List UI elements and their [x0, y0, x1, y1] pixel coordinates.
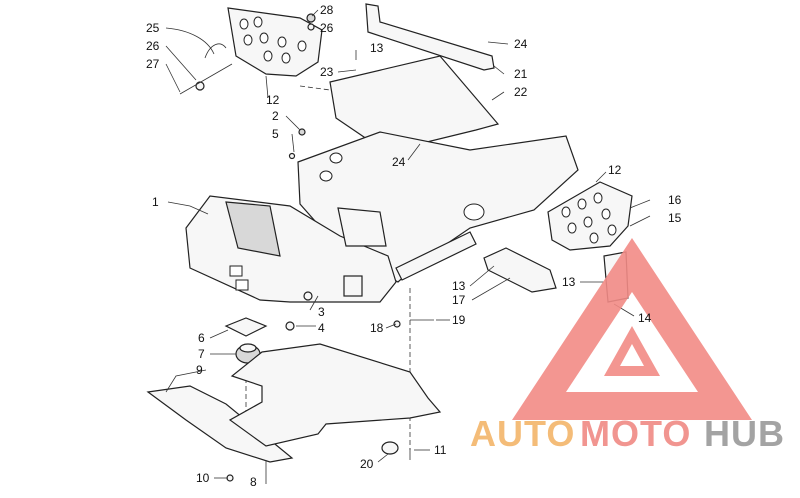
- callout-4: 4: [318, 321, 325, 335]
- leader-26a: [165, 45, 197, 81]
- callout-20: 20: [360, 457, 374, 471]
- callout-11: 11: [434, 443, 447, 457]
- tunnel-port: [463, 203, 485, 221]
- heel-guard-left-holes: [239, 16, 307, 64]
- leader-3: [309, 295, 319, 311]
- leader-17: [471, 277, 511, 301]
- leader-21: [493, 65, 505, 75]
- rear-bumper-bar: [365, 3, 495, 71]
- callout-5: 5: [272, 127, 279, 141]
- leader-9: [165, 369, 207, 393]
- callout-16: 16: [668, 193, 682, 207]
- leader-24b: [407, 143, 421, 161]
- callout-26-left: 26: [146, 39, 160, 53]
- washer-26: [195, 81, 205, 91]
- belly-pan: [146, 385, 294, 463]
- callout-19: 19: [452, 313, 466, 327]
- callout-3: 3: [318, 305, 325, 319]
- washer-26b: [307, 23, 315, 31]
- tunnel-rail: [395, 231, 477, 281]
- skid-plate: [228, 343, 442, 447]
- callout-13-mid: 13: [452, 279, 466, 293]
- leader-13b: [469, 265, 495, 287]
- callout-27: 27: [146, 57, 160, 71]
- leader-1: [167, 201, 209, 215]
- callout-17: 17: [452, 293, 466, 307]
- rivet-18: [393, 320, 401, 328]
- bolt-27: [179, 63, 233, 95]
- watermark: AUTO MOTO HUB: [470, 238, 785, 454]
- leader-12b: [595, 171, 607, 183]
- callout-6: 6: [198, 331, 205, 345]
- callout-12-right: 12: [608, 163, 622, 177]
- leader-23: [337, 69, 357, 73]
- nut-28: [306, 13, 316, 23]
- callout-14: 14: [638, 311, 652, 325]
- callout-8: 8: [250, 475, 257, 489]
- callout-25: 25: [146, 21, 160, 35]
- callout-7: 7: [198, 347, 205, 361]
- spring-clip-25: [204, 43, 227, 59]
- callout-1: 1: [152, 195, 159, 209]
- callouts: 1 2 3 4 5 6 7 8 9 10 11 12 12 13 13 13 1…: [146, 3, 682, 489]
- callout-2: 2: [272, 109, 279, 123]
- chassis-drawing: [146, 3, 651, 484]
- callout-24-top: 24: [514, 37, 528, 51]
- side-bracket-17: [483, 247, 557, 293]
- callout-26-right: 26: [320, 21, 334, 35]
- mount-plate-6: [224, 317, 268, 337]
- leader-2: [285, 115, 301, 131]
- watermark-text-hub: HUB: [704, 413, 785, 454]
- rivet-2: [298, 128, 306, 136]
- bulkhead-bracket: [343, 275, 363, 297]
- watermark-triangle: [512, 238, 752, 420]
- leader-25: [165, 27, 215, 55]
- bulkhead-slot-b: [235, 279, 249, 291]
- callout-9: 9: [196, 363, 203, 377]
- heel-guard-left: [227, 7, 323, 77]
- callout-18: 18: [370, 321, 384, 335]
- watermark-text-auto: AUTO: [470, 413, 575, 454]
- callout-28: 28: [320, 3, 334, 17]
- leader-20: [377, 453, 389, 463]
- callout-22: 22: [514, 85, 528, 99]
- leader-12a: [265, 75, 269, 99]
- callout-12-top: 12: [266, 93, 280, 107]
- leader-28: [311, 9, 319, 17]
- leader-22: [491, 91, 505, 101]
- tunnel-plate: [329, 55, 500, 153]
- heel-guard-right-holes: [561, 192, 617, 244]
- leader-27: [165, 63, 181, 93]
- callout-13-right: 13: [562, 275, 576, 289]
- bulkhead-box: [337, 207, 387, 247]
- tunnel-hole-a: [329, 152, 343, 164]
- callout-23: 23: [320, 65, 334, 79]
- callout-13-top: 13: [370, 41, 384, 55]
- bushing-4: [285, 321, 295, 331]
- leader-24a: [487, 41, 509, 45]
- tunnel-hole-b: [319, 170, 333, 182]
- leader-18: [385, 323, 397, 329]
- callout-10: 10: [196, 471, 210, 485]
- leader-6: [209, 329, 229, 339]
- leader-5: [291, 133, 295, 153]
- rivet-5: [288, 152, 296, 160]
- watermark-triangle-inner: [604, 326, 660, 376]
- bulkhead-slot-a: [229, 265, 243, 277]
- grommet-20: [381, 441, 399, 455]
- callout-15: 15: [668, 211, 682, 225]
- isolator-7-top: [239, 343, 257, 353]
- guide-line-3: [299, 85, 331, 91]
- watermark-text-moto: MOTO: [580, 413, 691, 454]
- bulkhead-channel: [225, 201, 281, 257]
- callout-21: 21: [514, 67, 528, 81]
- callout-24-mid: 24: [392, 155, 406, 169]
- leader-16: [629, 199, 651, 209]
- bushing-3: [303, 291, 313, 301]
- leader-15: [629, 215, 651, 227]
